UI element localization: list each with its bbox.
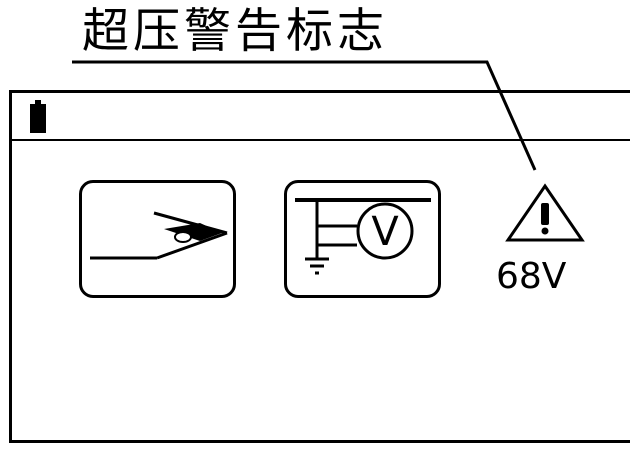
svg-text:V: V (371, 209, 399, 255)
voltage-measure-icon-box[interactable]: V (284, 180, 441, 298)
callout-title: 超压警告标志 (82, 4, 388, 59)
voltmeter-ground-icon: V (295, 198, 431, 275)
alligator-clip-icon (90, 211, 228, 260)
device-screen: V 68V (9, 90, 630, 443)
test-clip-icon-box[interactable] (79, 180, 236, 298)
warning-triangle-icon (505, 183, 585, 242)
voltage-value: 68V (496, 256, 567, 297)
battery-icon (30, 100, 46, 133)
status-bar (12, 93, 630, 141)
